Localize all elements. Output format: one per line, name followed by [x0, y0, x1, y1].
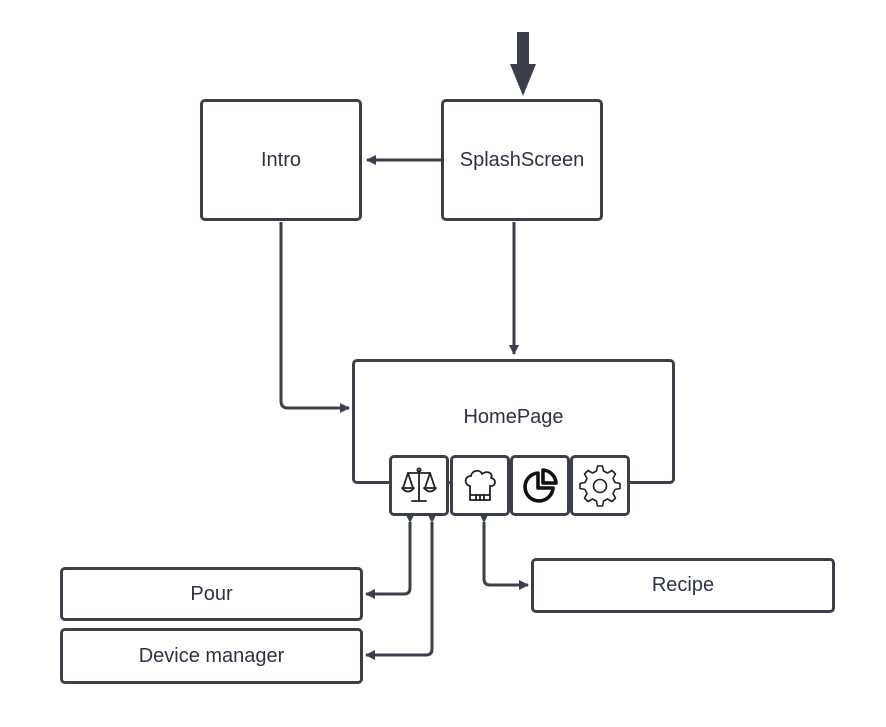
node-pour[interactable]: Pour [60, 567, 363, 621]
chef-hat-icon [464, 469, 496, 501]
node-homepage-label: HomePage [463, 406, 564, 428]
node-pour-label: Pour [190, 582, 233, 605]
tab-gear[interactable] [570, 455, 630, 516]
node-splashscreen[interactable]: SplashScreen [441, 99, 603, 221]
edge-chef-recipe [479, 513, 529, 590]
node-recipe[interactable]: Recipe [531, 558, 835, 613]
node-recipe-label: Recipe [651, 574, 715, 596]
tab-scale[interactable] [389, 455, 449, 516]
edge-scale-pour [365, 513, 415, 599]
pie-chart-icon [523, 467, 558, 503]
edge-intro-home [279, 222, 350, 413]
edge-scale-device-manager [365, 513, 437, 660]
node-splashscreen-label: SplashScreen [459, 148, 585, 171]
gear-icon [579, 464, 621, 507]
scale-icon [401, 467, 437, 502]
tab-chef-hat[interactable] [450, 455, 510, 516]
node-device-manager-label: Device manager [138, 644, 285, 667]
tab-pie-chart[interactable] [510, 455, 570, 516]
node-device-manager[interactable]: Device manager [60, 628, 363, 684]
entry-arrow [510, 32, 536, 96]
node-intro[interactable]: Intro [200, 99, 362, 221]
node-intro-label: Intro [260, 148, 302, 171]
